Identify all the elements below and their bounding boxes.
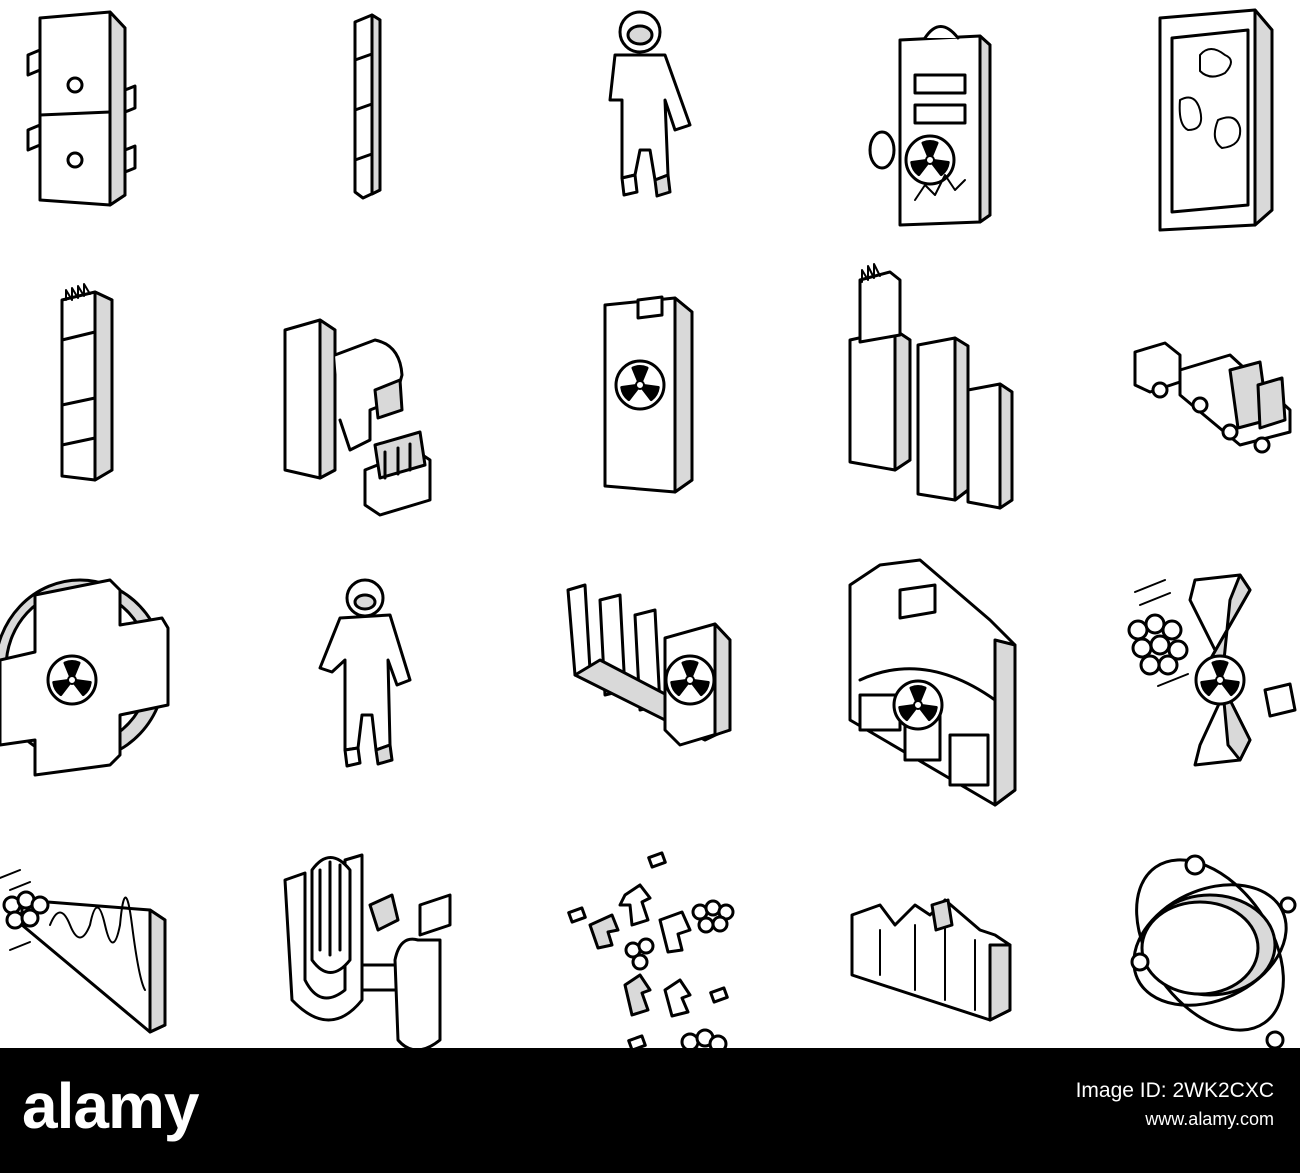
radioactive-cargo-train-icon	[1133, 341, 1292, 454]
radiation-clipboard-icon	[868, 25, 992, 227]
radioactive-tanks-icon	[566, 583, 732, 747]
reactor-towers-icon	[848, 263, 1014, 510]
reactor-core-vessel-icon	[283, 853, 452, 1048]
site-url: www.alamy.com	[1145, 1109, 1274, 1130]
chain-reaction-particles-icon	[567, 851, 735, 1048]
radioactive-waste-bin-icon	[603, 295, 694, 494]
robotic-manipulator-icon	[283, 318, 432, 517]
contaminated-map-board-icon	[1158, 8, 1274, 232]
fission-explosion-icon	[1127, 573, 1297, 767]
hazmat-suit-worker-icon	[608, 10, 692, 198]
atom-orbit-icon	[1130, 854, 1297, 1048]
image-info: Image ID: 2WK2CXC www.alamy.com	[1076, 1076, 1274, 1133]
alamy-logo: alamy	[22, 1070, 199, 1142]
radiation-wave-beam-icon	[0, 869, 167, 1034]
protective-suit-worker-icon	[318, 578, 412, 768]
damaged-city-buildings-icon	[850, 898, 1012, 1022]
fuel-assembly-icon	[60, 283, 114, 482]
watermark-footer-bar: alamy Image ID: 2WK2CXC www.alamy.com	[0, 1048, 1300, 1173]
nuclear-fuel-container-icon	[26, 10, 137, 207]
image-id-line: Image ID: 2WK2CXC	[1075, 1079, 1274, 1102]
radiation-cross-sign-icon	[0, 578, 170, 777]
icon-set-illustration	[0, 8, 1297, 1048]
nuclear-power-plant-building-icon	[848, 558, 1017, 807]
fuel-rod-icon	[353, 13, 382, 200]
